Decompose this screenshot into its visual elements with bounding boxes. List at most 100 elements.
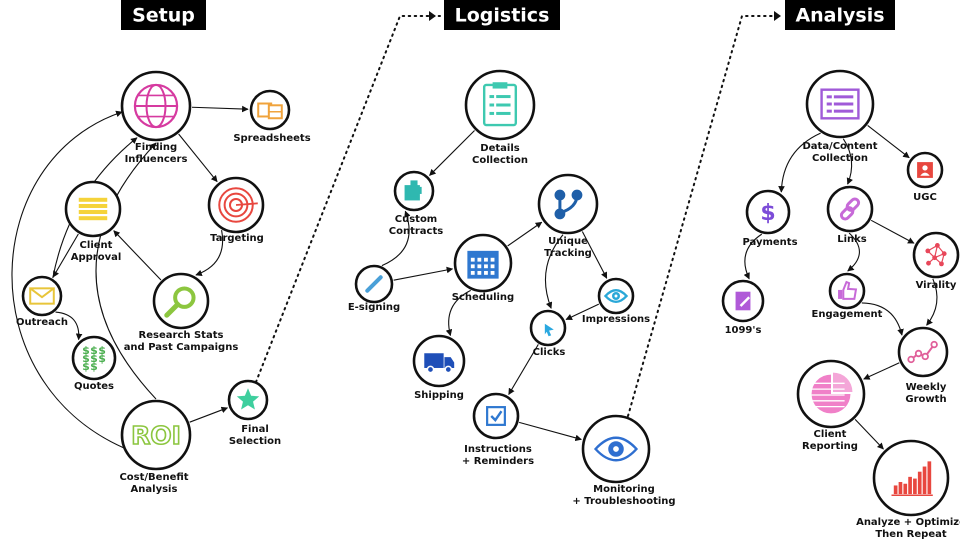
node-label: Collection [472,155,528,166]
node-form1099: 1099's [721,279,765,336]
checkbox-icon [486,406,506,426]
node-label: Unique [548,236,588,247]
edge-instructions-monitoring [518,421,582,442]
node-label: Custom [395,214,437,225]
section-header-logistics: Logistics [444,0,560,30]
edge-scheduling-shipping [445,289,471,337]
node-ugc: UGC [906,151,944,203]
node-label: 1099's [725,325,762,336]
node-label: Virality [916,280,957,291]
edge-weekly-client_reporting [863,362,900,380]
clipboard-icon [482,82,518,127]
document-list-icon [820,88,860,120]
edge-esigning-custom [381,210,411,267]
svg-text:$: $ [760,201,775,226]
node-label: Payments [742,237,797,248]
edge-impressions-clicks [565,303,600,320]
node-label: Targeting [210,233,264,244]
node-instructions: Instructions+ Reminders [462,392,534,467]
cursor-icon [544,323,554,337]
globe-icon [133,83,179,129]
node-label: and Past Campaigns [124,342,239,353]
node-outreach: Outreach [16,275,68,328]
node-label: Client [814,429,847,440]
edge-virality-weekly [926,278,938,326]
photo-icon [917,162,933,178]
svg-text:$: $ [82,352,90,365]
svg-text:$: $ [82,344,90,357]
edge-unique-clicks [544,234,564,309]
section-title: Analysis [795,5,884,27]
node-esigning: E-signing [348,264,400,313]
node-quotes: $$$$$$$$Quotes [71,335,117,392]
node-circle [745,189,791,235]
target-icon [218,187,258,223]
svg-text:$: $ [98,352,106,365]
node-circle [152,272,210,330]
node-payments: $ Payments [742,189,798,248]
svg-text:$: $ [90,344,98,357]
calendar-icon [467,250,499,279]
contract-icon [404,180,422,201]
node-shipping: Shipping [412,334,466,401]
node-engagement: Engagement [812,272,883,320]
section-header-analysis: Analysis [785,0,895,30]
node-label: Finding [135,142,177,153]
edge-datacontent-ugc [867,125,910,159]
node-circle [64,180,122,238]
node-label: Contracts [389,226,443,237]
node-label: Spreadsheets [233,133,310,144]
node-label: Collection [812,153,868,164]
node-circle [71,335,117,381]
node-label: Quotes [74,381,114,392]
branch-icon [554,189,583,220]
node-clicks: Clicks [529,309,567,358]
edge-links-virality [870,219,915,244]
dollar-icon: $ [760,201,775,226]
node-label: Analysis [131,484,178,495]
link-icon [839,197,861,221]
node-label: Data/Content [802,141,877,152]
node-circle [828,272,866,310]
star-icon [236,388,260,410]
roi-icon: ROI [130,420,181,451]
dotted-arrowhead [774,11,781,21]
edge-datacontent-payments [778,132,821,193]
svg-text:ROI: ROI [131,421,181,450]
node-label: Research Stats [139,330,224,341]
node-label: Details [480,143,519,154]
edge-payments-form1099 [743,233,763,280]
svg-text:$: $ [82,360,90,373]
edge-outreach-quotes [55,311,83,341]
edge-targeting-research [195,230,224,277]
node-label: UGC [913,192,937,203]
node-label: Scheduling [452,292,514,303]
list-icon [78,197,108,221]
bar-chart-icon [891,461,933,496]
edges [11,11,938,450]
node-label: + Troubleshooting [572,496,675,507]
pen-icon [365,275,383,293]
spreadsheet-icon [257,102,283,120]
node-label: Impressions [582,314,650,325]
edge-details-custom [429,130,475,176]
edge-unique-impressions [581,231,608,279]
dotted-link-setup-logistics [255,15,441,383]
node-label: Final [241,424,269,435]
dotted-link-logistics-analysis [627,15,781,417]
node-label: + Reminders [462,456,534,467]
node-label: Links [837,234,867,245]
pie-chart-icon [811,372,853,414]
